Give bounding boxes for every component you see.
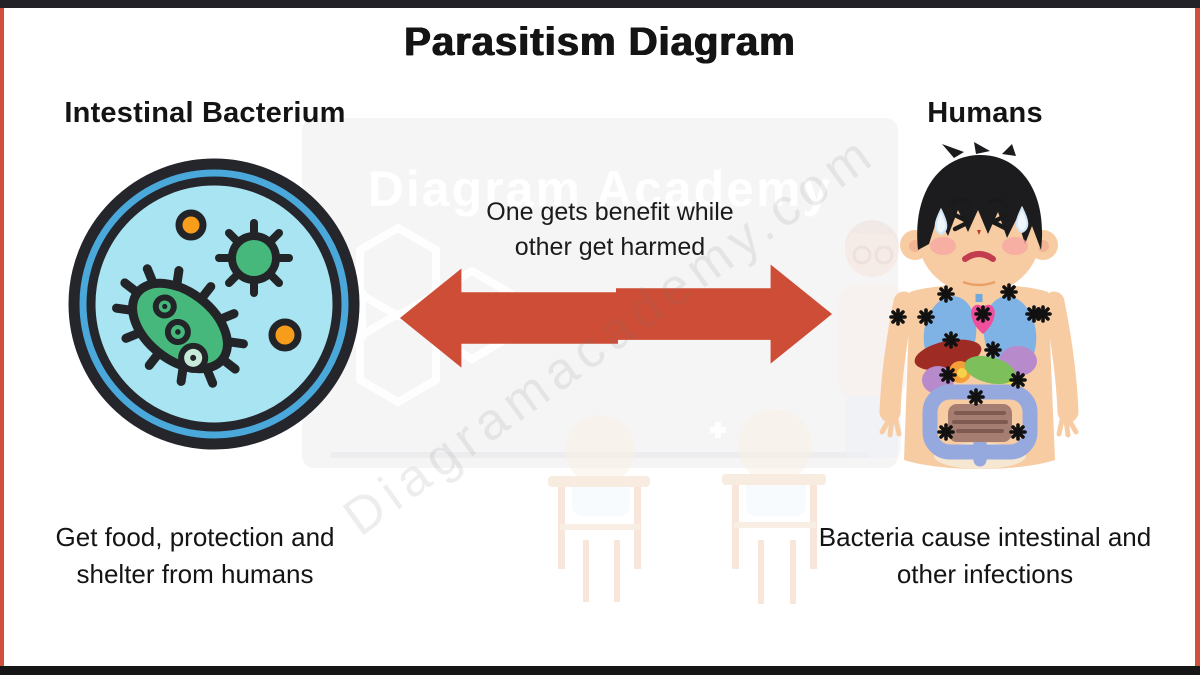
student-desks-faint <box>548 409 826 604</box>
orange-microbe-dot <box>268 318 302 352</box>
heading-intestinal-bacterium: Intestinal Bacterium <box>64 97 346 129</box>
large-bacterium <box>112 264 248 388</box>
petri-dish-bacteria-icon <box>68 158 360 450</box>
sick-human-organs-icon <box>879 142 1079 469</box>
relation-label: One gets benefit while other get harmed <box>486 198 734 261</box>
caption-bacterium-benefit: Get food, protection and shelter from hu… <box>55 522 335 589</box>
watermark-brand: Diagram Academy <box>367 161 833 217</box>
double-headed-arrow-icon <box>399 264 833 368</box>
orange-microbe-dot <box>175 209 207 241</box>
heading-humans: Humans <box>927 97 1043 129</box>
left-red-border <box>0 8 4 666</box>
small-virus <box>215 219 293 297</box>
bottom-black-bar <box>0 666 1200 675</box>
page-title: Parasitism Diagram <box>404 20 796 64</box>
top-black-bar <box>0 0 1200 8</box>
right-red-border <box>1195 8 1200 666</box>
caption-human-harm: Bacteria cause intestinal and other infe… <box>818 522 1152 589</box>
